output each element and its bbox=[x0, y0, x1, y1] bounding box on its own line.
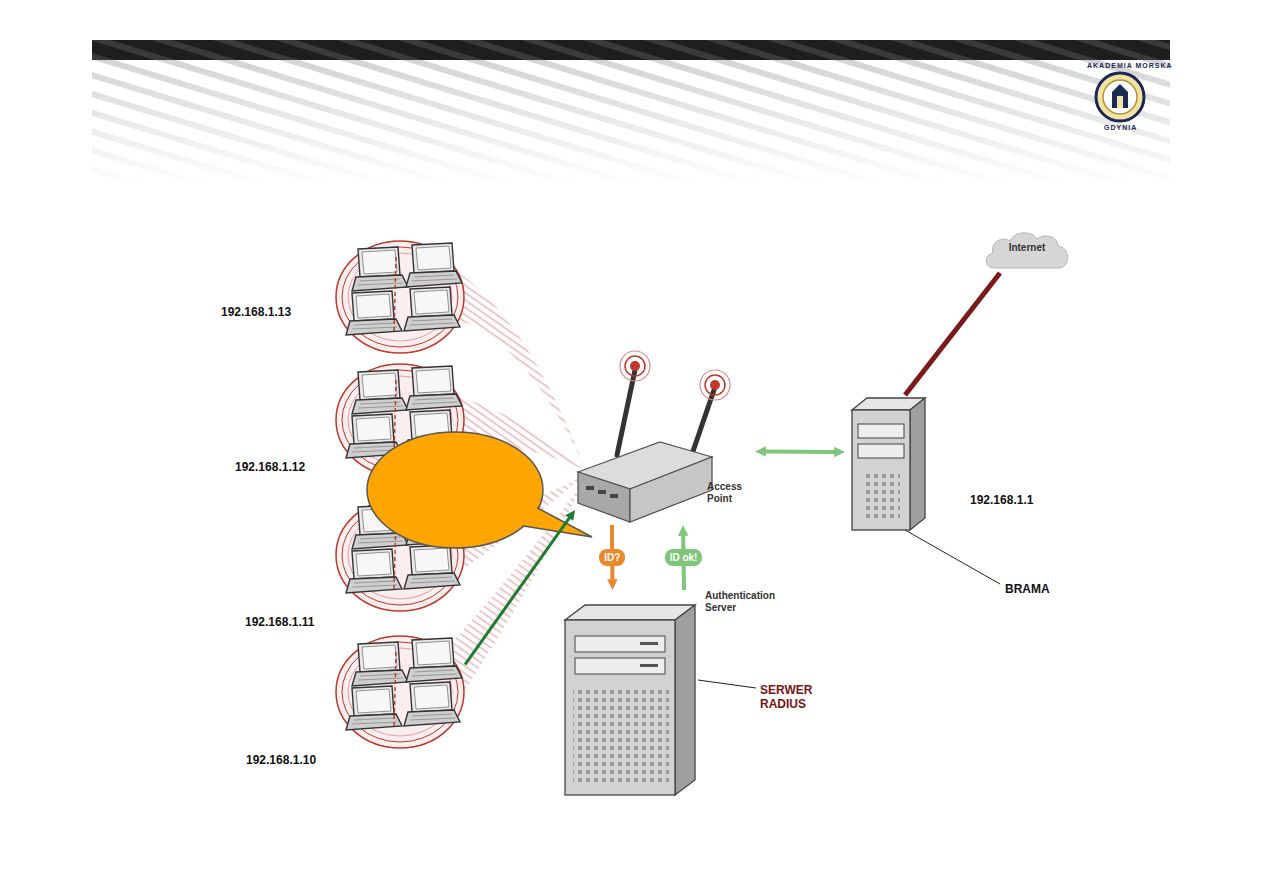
connector bbox=[755, 446, 845, 457]
auth-server: Authentication ServerSERWER RADIUS bbox=[560, 590, 832, 805]
laptop-group: 192.168.1.12 bbox=[228, 370, 465, 475]
connector-line bbox=[765, 449, 836, 453]
edge-tag: ID ok! bbox=[665, 549, 703, 566]
logo-text: AKADEMIA MORSKA bbox=[1087, 62, 1173, 69]
connector-line bbox=[905, 273, 1000, 395]
laptop-group: 192.168.1.13 bbox=[215, 245, 465, 350]
arrow-head bbox=[755, 446, 766, 456]
connector bbox=[905, 273, 1000, 395]
edge-tag: ID? bbox=[599, 549, 625, 566]
arrow-head bbox=[565, 510, 575, 521]
arrow-head bbox=[834, 447, 845, 457]
node-label: 192.168.1.1 bbox=[970, 493, 1033, 507]
node-label: Access Point bbox=[707, 481, 753, 505]
laptop-group: 192.168.1.10 bbox=[240, 640, 465, 770]
logo-text: GDYNIA bbox=[1104, 124, 1137, 131]
node-label: 192.168.1.13 bbox=[221, 305, 291, 319]
internet-cloud: Internet bbox=[982, 228, 1072, 273]
access-point: Access Point bbox=[575, 365, 755, 525]
gateway-server: 192.168.1.1BRAMA bbox=[845, 395, 1055, 600]
arrow-head bbox=[678, 525, 688, 536]
node-label: BRAMA bbox=[1005, 582, 1050, 596]
node-label: 192.168.1.10 bbox=[246, 753, 316, 767]
arrow-head bbox=[607, 579, 617, 590]
node-label: SERWER RADIUS bbox=[760, 683, 830, 712]
laptop-group: 192.168.1.11 bbox=[238, 500, 465, 630]
node-label: 192.168.1.12 bbox=[235, 460, 305, 474]
node-label: Authentication Server bbox=[705, 590, 795, 614]
connector bbox=[465, 510, 575, 665]
node-label: 192.168.1.11 bbox=[245, 615, 314, 629]
node-label: Internet bbox=[1009, 242, 1046, 254]
connector-line bbox=[465, 517, 570, 665]
